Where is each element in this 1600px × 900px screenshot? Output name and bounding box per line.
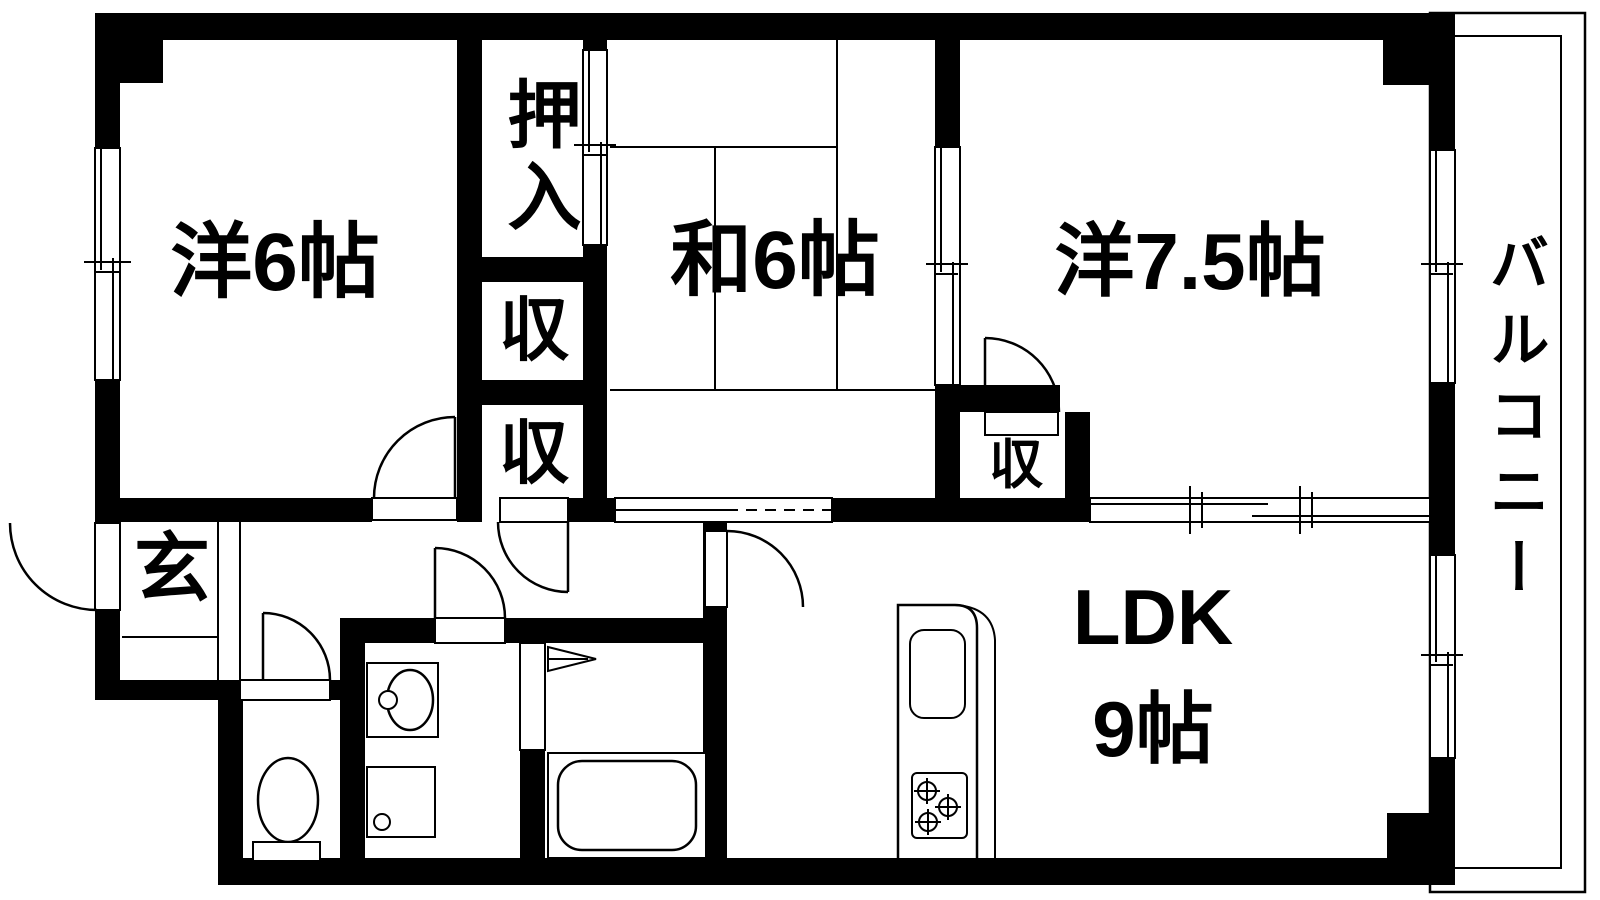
fixtures [252, 603, 996, 862]
windows [84, 49, 1463, 759]
wall-oshiire-divider2 [482, 380, 583, 405]
door-arc-western6 [372, 415, 456, 499]
room-label-ldk: LDK [1072, 573, 1234, 661]
wall-toilet-west [218, 700, 243, 885]
wall-western6-south [95, 498, 372, 522]
room-label-ldk-size: 9帖 [1092, 685, 1214, 773]
door-arc-closet75 [984, 336, 1061, 413]
doorway-entrance [94, 522, 121, 611]
doorway-toilet [239, 679, 331, 701]
doorway-washroom [434, 617, 506, 644]
window-east-lower-frame [1429, 554, 1456, 759]
tatami-lines [610, 40, 935, 391]
wall-entrance-south [95, 680, 240, 700]
room-label-oshiire: 押入 [497, 76, 580, 240]
door-arc-entrance [8, 522, 98, 612]
kitchen-counter-edge [954, 604, 996, 858]
door-arc-storage-lower [496, 521, 569, 594]
room-label-balcony: バルコニー [1481, 232, 1548, 612]
wall-east-lower [1430, 758, 1455, 858]
doorway-closet75 [984, 411, 1059, 436]
window-japanese-western75-frame [934, 146, 961, 386]
balcony-structure [1428, 11, 1587, 894]
wall-west-upper [95, 40, 120, 150]
wall-north [95, 13, 1455, 40]
door-arc-washroom [434, 546, 507, 619]
wall-washroom-north-west [340, 618, 435, 643]
door-swings [8, 336, 1061, 681]
wall-oshiire-divider1 [482, 257, 583, 282]
wall-hall-north-stub [568, 498, 615, 522]
entrance-step [122, 522, 241, 685]
room-label-western75: 洋7.5帖 [1054, 217, 1326, 306]
wall-east-upper [1430, 40, 1455, 150]
room-label-entrance: 玄 [134, 527, 210, 612]
stove-burners [914, 778, 961, 835]
walls [95, 13, 1455, 885]
room-label-storage-upper: 収 [499, 291, 569, 369]
washing-machine-drain [373, 813, 391, 831]
wall-south [218, 858, 1455, 885]
doorway-ldk [704, 530, 728, 608]
door-arc-ldk [726, 529, 805, 608]
doorway-storage-lower [499, 497, 569, 523]
doorway-western6 [371, 497, 458, 521]
balcony-outline [1428, 11, 1587, 894]
wall-closet-column-west [457, 40, 482, 522]
wall-japanese6-south-east [832, 498, 1090, 522]
window-east-upper-frame [1429, 149, 1456, 384]
toilet-bowl [256, 756, 320, 844]
wall-closet75-top [935, 385, 1060, 412]
room-label-western6: 洋6帖 [170, 217, 380, 308]
washbasin-faucet [378, 690, 398, 710]
window-west-frame [94, 147, 121, 381]
room-label-japanese6: 和6帖 [670, 215, 880, 306]
sliding-door-ldk-western75-frame [1089, 497, 1431, 523]
wall-closet75-east [1065, 412, 1090, 498]
bathtub [556, 759, 698, 852]
room-label-storage-west75: 収 [989, 435, 1043, 495]
room-label-storage-lower: 収 [499, 414, 569, 492]
wall-closet-column-east [583, 245, 607, 522]
balcony-inner-rail [1455, 35, 1562, 869]
wall-bath-divider-lower [520, 750, 545, 858]
door-arc-toilet [262, 611, 332, 681]
doorways [94, 411, 1059, 751]
oshiire-sliding-door-frame [582, 49, 608, 246]
doorway-bath [519, 642, 546, 751]
toilet-tank [252, 841, 321, 862]
bath-folding-door [547, 645, 597, 673]
wall-washroom-north-east [505, 618, 703, 643]
wall-toilet-washroom-divider [340, 618, 365, 858]
wall-japanese-western75-divider [935, 40, 960, 147]
kitchen-sink [909, 629, 966, 719]
wall-east-mid [1430, 383, 1455, 555]
